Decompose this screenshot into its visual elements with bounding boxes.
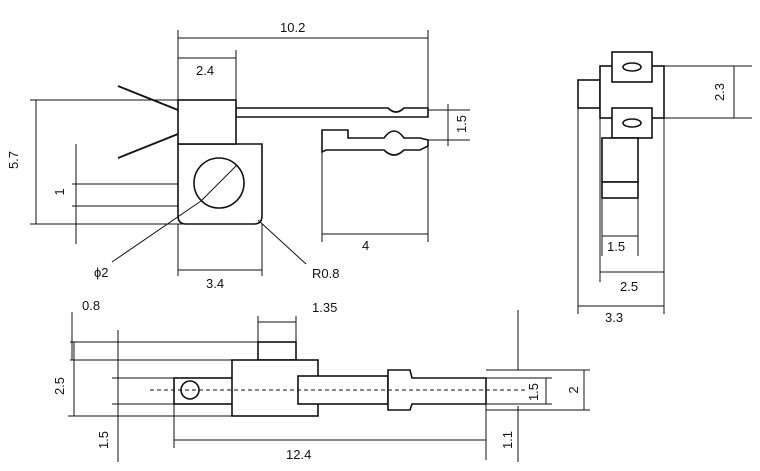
body	[177, 99, 237, 145]
dim-bottom-offset: 1.5	[96, 431, 111, 449]
dim-corner-radius: R0.8	[312, 266, 339, 281]
lower-pin	[321, 129, 429, 156]
side-pin	[601, 137, 639, 183]
bottom-view: 0.8 1.35 2.5 1.5 1.5 2 1.1 12.4	[52, 298, 590, 462]
dim-pin-height: 1.5	[454, 115, 469, 133]
dim-pin-height-right: 1.5	[526, 383, 541, 401]
dim-hole-diameter: ϕ2	[94, 265, 109, 280]
dim-gap: 2.3	[712, 83, 727, 101]
dim-pin-width: 1.5	[607, 239, 625, 254]
dim-right-offset: 1.1	[500, 431, 515, 449]
dim-height: 5.7	[6, 151, 21, 169]
dim-overall-height: 2	[566, 386, 581, 393]
dim-offset: 0.8	[82, 298, 100, 313]
bottom-cap	[257, 341, 297, 361]
dim-cap-width: 1.35	[312, 300, 337, 315]
dim-overall-length-bottom: 12.4	[286, 447, 311, 462]
dim-overall-length: 10.2	[280, 20, 305, 35]
dim-height-left: 2.5	[52, 377, 67, 395]
top-view: 10.2 2.4 5.7 1 1.5 4 ϕ2 3.4 R0.8	[6, 20, 470, 291]
side-pin-foot	[601, 181, 639, 199]
dim-body-width-side: 2.5	[620, 279, 638, 294]
dim-pin-length: 4	[362, 238, 369, 253]
upper-pin	[235, 107, 429, 118]
side-view: 2.3 1.5 2.5 3.3	[577, 51, 752, 325]
dim-hole-offset: 1	[52, 188, 67, 195]
dim-tab-width: 3.4	[206, 276, 224, 291]
dim-body-width: 2.4	[196, 63, 214, 78]
dim-overall-width: 3.3	[605, 310, 623, 325]
